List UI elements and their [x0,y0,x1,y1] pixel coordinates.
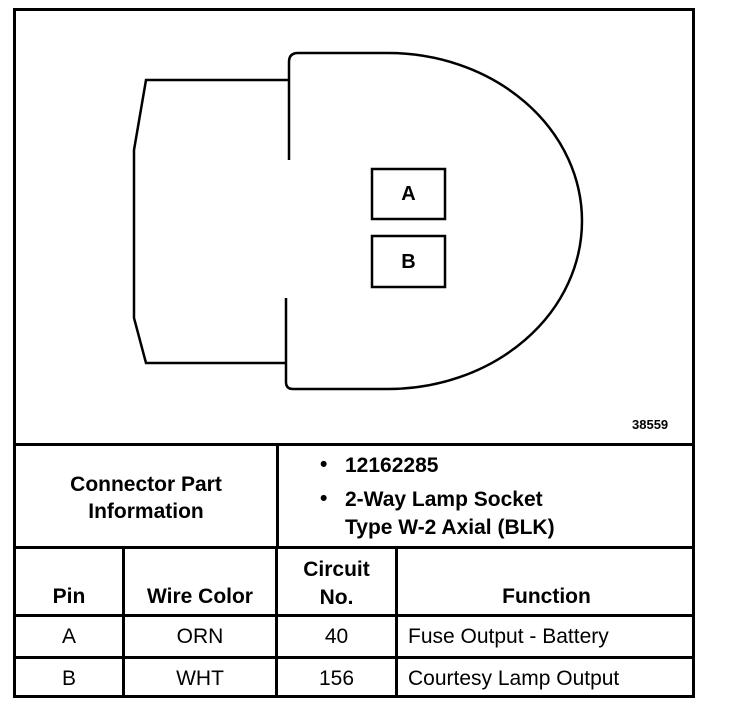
figure-number: 38559 [632,417,669,432]
header-wire-color: Wire Color [147,585,253,608]
header-circuit: Circuit No. [303,558,370,609]
connector-socket-face [284,51,584,391]
table-top-border [13,443,695,446]
connector-frame [13,8,695,698]
connector-info-label: Connector Part Information [70,473,222,523]
description-line2: Type W-2 Axial (BLK) [345,516,555,539]
row-b-wire-color: WHT [176,667,224,690]
row-a-pin: A [61,625,76,648]
info-divider [276,443,279,549]
pin-cavity-a [370,167,447,221]
info-bottom-border [13,546,695,549]
header-bottom-border [13,614,695,617]
part-number: 12162285 [345,454,439,477]
col-divider-pin [122,546,125,698]
header-function: Function [502,585,591,608]
description-line1: 2-Way Lamp Socket [345,488,543,511]
pin-label-b: B [401,251,416,273]
pin-cavity-b [370,234,447,289]
col-divider-circuit [395,546,398,698]
row-a-function: Fuse Output - Battery [408,625,609,648]
bullet-description: • [320,487,328,510]
row-b-function: Courtesy Lamp Output [408,667,620,690]
row-divider [13,656,695,659]
pin-label-a: A [401,183,416,205]
bullet-part-number: • [320,453,328,476]
header-pin: Pin [52,585,86,608]
row-a-wire-color: ORN [176,625,224,648]
col-divider-color [275,546,278,698]
connector-housing-left [132,78,289,365]
row-b-pin: B [61,667,76,690]
row-b-circuit: 156 [318,667,355,690]
row-a-circuit: 40 [324,625,349,648]
